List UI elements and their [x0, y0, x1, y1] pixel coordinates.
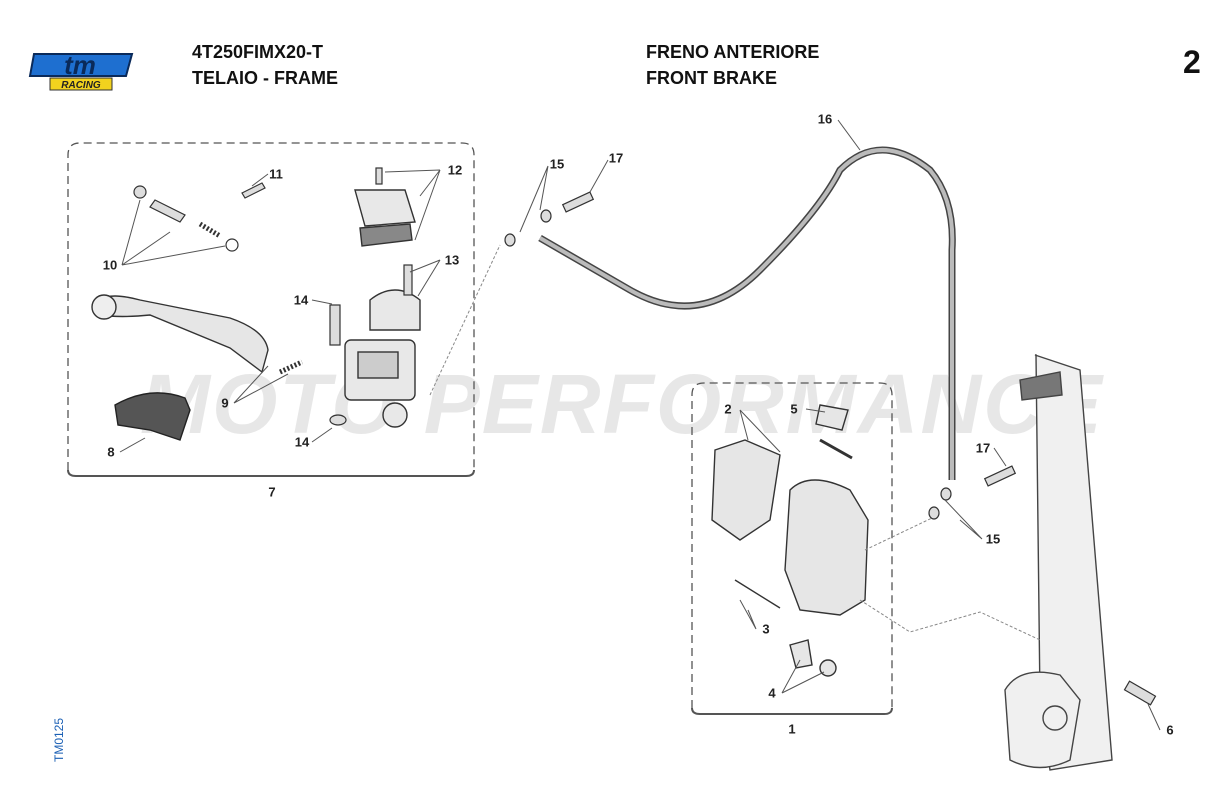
section-title-en: FRONT BRAKE	[646, 68, 777, 88]
callout-8: 8	[107, 444, 115, 460]
drawing-code: TM0125	[52, 717, 66, 762]
callout-4: 4	[768, 685, 776, 701]
front-fork-leg	[1004, 354, 1113, 771]
callout-6: 6	[1166, 722, 1174, 738]
group-7-boundary	[67, 142, 475, 470]
svg-text:RACING: RACING	[61, 80, 101, 91]
callout-2: 2	[724, 401, 732, 417]
callout-1: 1	[788, 721, 796, 737]
group-1-boundary	[691, 382, 893, 708]
svg-text:tm: tm	[64, 50, 96, 80]
callout-12: 12	[447, 162, 463, 178]
brake-hose	[538, 146, 956, 480]
callout-17: 17	[608, 150, 624, 166]
callout-3: 3	[762, 621, 770, 637]
callout-15: 15	[549, 156, 565, 172]
section-title-it: FRENO ANTERIORE	[646, 42, 820, 62]
callout-7: 7	[268, 484, 276, 500]
watermark: MOTO PERFORMANCE	[140, 357, 1104, 451]
brake-caliper	[711, 404, 869, 677]
callout-13: 13	[444, 252, 460, 268]
callout-5: 5	[790, 401, 798, 417]
lever-cover	[114, 392, 191, 441]
callout-14b: 14	[294, 434, 310, 450]
callout-17b: 17	[975, 440, 991, 456]
callout-15b: 15	[985, 531, 1001, 547]
tm-racing-logo: tm RACING	[28, 44, 138, 94]
callout-10: 10	[102, 257, 118, 273]
callout-16: 16	[817, 111, 833, 127]
page-number: 2	[1183, 44, 1201, 80]
group-title: TELAIO - FRAME	[192, 68, 338, 88]
master-cylinder	[344, 189, 421, 428]
model-code: 4T250FIMX20-T	[192, 42, 324, 62]
brake-lever	[99, 295, 269, 374]
callout-9: 9	[221, 395, 229, 411]
callout-14: 14	[293, 292, 309, 308]
callout-11: 11	[269, 166, 283, 182]
